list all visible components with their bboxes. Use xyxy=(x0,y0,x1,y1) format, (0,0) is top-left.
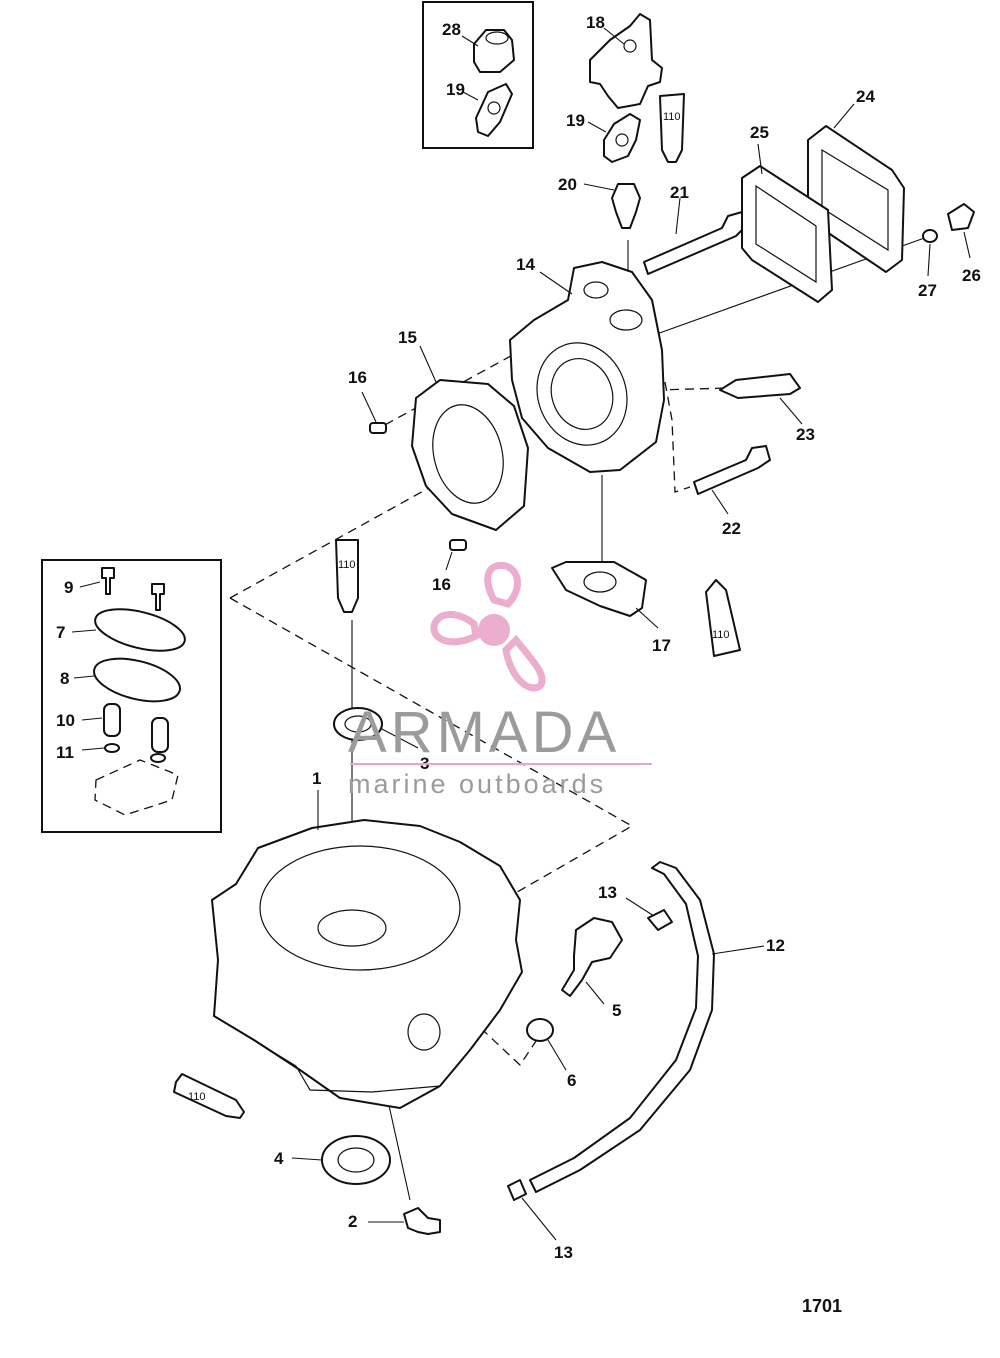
head-bolt-part xyxy=(693,445,771,495)
callout-20: 20 xyxy=(558,175,577,194)
sealant-tube-right: 110 xyxy=(705,579,741,657)
callout-16-lower: 16 xyxy=(432,575,451,594)
cover-gasket-part xyxy=(475,83,513,137)
callout-1: 1 xyxy=(312,769,321,788)
callout-12: 12 xyxy=(766,936,785,955)
cylinder-head-part xyxy=(509,261,665,473)
watermark-tagline: marine outboards xyxy=(348,769,606,799)
callout-22: 22 xyxy=(722,519,741,538)
callout-14: 14 xyxy=(516,255,535,274)
dowel-part-2 xyxy=(449,539,467,551)
washer-part-2 xyxy=(150,753,166,763)
bearing-part xyxy=(321,1135,391,1185)
callout-25: 25 xyxy=(750,123,769,142)
callout-6: 6 xyxy=(567,1071,576,1090)
figure-number: 1701 xyxy=(802,1296,842,1316)
callout-13-lower: 13 xyxy=(554,1243,573,1262)
callout-9: 9 xyxy=(64,578,73,597)
callout-23: 23 xyxy=(796,425,815,444)
callout-10: 10 xyxy=(56,711,75,730)
svg-text:110: 110 xyxy=(188,1091,206,1103)
propeller-logo xyxy=(430,561,546,692)
thermostat-housing-part xyxy=(589,13,663,109)
callout-16: 16 xyxy=(348,368,367,387)
spacer-part xyxy=(103,703,121,737)
callout-19: 19 xyxy=(566,111,585,130)
callout-27: 27 xyxy=(918,281,937,300)
callout-5: 5 xyxy=(612,1001,621,1020)
callout-17: 17 xyxy=(652,636,671,655)
cover-plate-part xyxy=(94,608,186,652)
cover-gasket-plate-part xyxy=(93,657,181,703)
sealant-tube-top: 110 xyxy=(659,93,685,163)
callout-8: 8 xyxy=(60,669,69,688)
propeller-hub-icon xyxy=(478,614,510,646)
thermostat-base-gasket-part xyxy=(551,561,647,617)
o-ring-part xyxy=(526,1018,554,1042)
head-gasket-part xyxy=(411,379,529,531)
callout-2: 2 xyxy=(348,1212,357,1231)
oil-seal-part xyxy=(333,707,383,741)
svg-text:110: 110 xyxy=(712,629,730,641)
cover-gasket-part-25 xyxy=(741,165,833,303)
armada-watermark: ARMADA marine outboards xyxy=(348,561,652,799)
dowel-part xyxy=(369,422,387,434)
inset-cover-plates: 9 7 8 10 11 xyxy=(41,559,222,833)
inset-thermostat-cover: 28 19 xyxy=(422,1,534,149)
callout-28: 28 xyxy=(442,20,461,39)
callout-19-inset: 19 xyxy=(446,80,465,99)
sealant-tube-left: 110 xyxy=(335,539,359,613)
svg-text:110: 110 xyxy=(338,559,356,571)
long-bolt-part xyxy=(643,211,747,275)
thermostat-gasket-part xyxy=(603,113,641,163)
cylinder-block-part xyxy=(211,819,523,1109)
screw-part xyxy=(101,567,115,595)
callout-15: 15 xyxy=(398,328,417,347)
hose-clamp-part xyxy=(647,909,673,931)
svg-text:110: 110 xyxy=(663,111,681,123)
callout-7: 7 xyxy=(56,623,65,642)
callout-21: 21 xyxy=(670,183,689,202)
cover-bolt-part xyxy=(947,203,975,231)
callout-24: 24 xyxy=(856,87,875,106)
thermostat-cover-part xyxy=(473,29,515,73)
washer-part xyxy=(104,743,120,753)
fitting-elbow-part xyxy=(403,1207,441,1235)
hose-clamp-part-2 xyxy=(507,1179,527,1201)
screw-part-2 xyxy=(151,583,165,611)
callout-13: 13 xyxy=(598,883,617,902)
watermark-brand: ARMADA xyxy=(348,700,620,765)
oil-dipstick-part xyxy=(561,917,623,997)
spacer-part-2 xyxy=(151,717,169,753)
leader-lines xyxy=(291,27,971,1241)
spark-plug-part xyxy=(719,373,801,399)
callout-4: 4 xyxy=(274,1149,284,1168)
water-hose-part xyxy=(529,861,715,1193)
sealant-tube-bottom: 110 xyxy=(173,1073,245,1119)
callout-18: 18 xyxy=(586,13,605,32)
thermostat-part xyxy=(611,183,641,229)
callout-11: 11 xyxy=(56,743,74,762)
cover-washer-part xyxy=(922,229,938,243)
callout-26: 26 xyxy=(962,266,981,285)
